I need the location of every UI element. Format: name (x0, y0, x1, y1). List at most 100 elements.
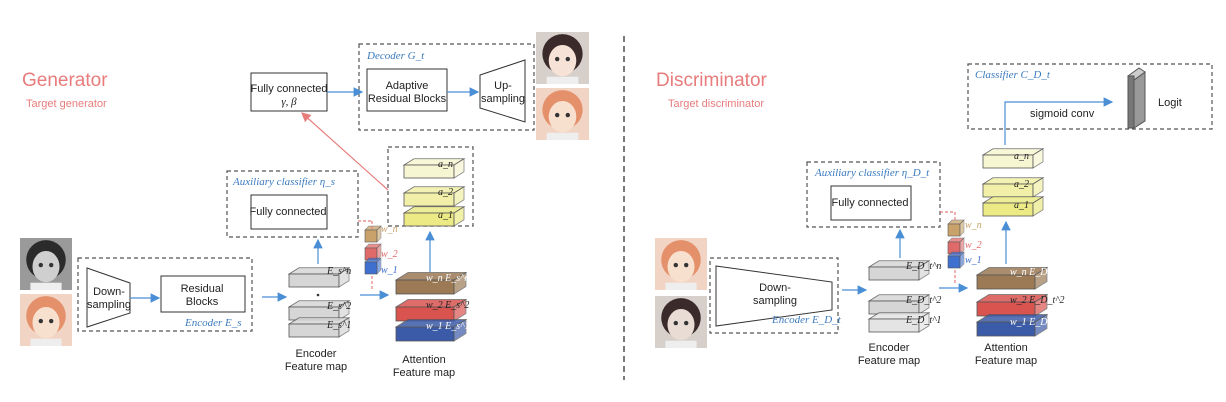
gen-attn-plate-n-side (453, 271, 467, 295)
disc-encoder-box (709, 257, 839, 334)
disc-input-face-2-eye-r (684, 320, 689, 326)
gen-attention-map-line2: Feature map (392, 367, 456, 379)
gen-feature-1: E_s^1 (327, 320, 352, 331)
classifier-label: Classifier C_D_t (975, 69, 1050, 81)
generator-subtitle: Target generator (26, 98, 107, 110)
disc-cube-2-side (959, 237, 965, 255)
disc-input-face-1-skin (667, 251, 695, 283)
gen-input-face-2-eye-r (49, 318, 54, 324)
disc-weight-2: w_2 (965, 240, 982, 251)
disc-cube-1-side (959, 251, 965, 269)
disc-aux-box (806, 161, 941, 228)
disc-attn-1: a_1 (1014, 200, 1029, 211)
gen-encoder-label: Encoder E_s (185, 317, 242, 329)
gen-downsampling-line2: sampling (86, 299, 132, 311)
disc-cube-1-front (947, 255, 961, 269)
gen-attn-feature-n: w_n E_s^n (426, 273, 470, 284)
adaptive-blocks-rect (366, 68, 448, 112)
disc-a-plate-n-side (1032, 148, 1044, 169)
logit-slab-side (1133, 71, 1146, 129)
gen-downsampling-line1: Down- (93, 286, 125, 298)
disc-enc-plate-2-side (918, 294, 930, 315)
disc-aux-classifier-label: Auxiliary classifier η_D_t (815, 167, 930, 179)
decoder-box (358, 43, 535, 131)
upsampling-trapezoid (479, 59, 526, 123)
adaptive-label-line2: Residual Blocks (367, 93, 447, 105)
gen-encoder-map-line1: Encoder (295, 348, 337, 360)
disc-input-face-1-eye-l (673, 262, 678, 268)
disc-downsampling-line1: Down- (759, 282, 791, 294)
disc-a-plate-1-side (1032, 196, 1044, 217)
generator-title: Generator (22, 70, 108, 91)
gen-cube-n-side (376, 225, 382, 243)
gen-input-face-2-eye-l (38, 318, 43, 324)
gen-enc-dots (316, 293, 320, 297)
residual-label-line1: Residual (180, 283, 224, 295)
adaptive-residual-blocks: Adaptive Residual Blocks (368, 80, 446, 106)
disc-attn-plate-1-side (1034, 313, 1048, 337)
decoder-label: Decoder G_t (367, 50, 425, 62)
disc-a-plate-2-side (1032, 177, 1044, 198)
gen-attention-feature-map-label: Attention Feature map (393, 354, 455, 380)
gen-output-face-1-skin (548, 45, 577, 77)
disc-feature-2: E_D_t^2 (906, 295, 942, 306)
disc-aux-fc-rect (830, 185, 912, 221)
gen-aux-box (226, 170, 359, 238)
gen-attn-plate-2-side (453, 298, 467, 322)
disc-attention-map-line1: Attention (984, 342, 1028, 354)
upsampling-label-line2: sampling (480, 93, 526, 105)
gen-enc-plate-2-side (338, 300, 350, 321)
disc-input-face-2-skin (667, 309, 695, 341)
sigmoid-conv-label: sigmoid conv (1030, 108, 1095, 120)
disc-weight-1: w_1 (965, 255, 982, 266)
disc-aux-fc-label: Fully connected (831, 197, 909, 209)
gen-downsampling-block: Down- sampling (87, 286, 131, 312)
disc-input-face-2-eye-l (673, 320, 678, 326)
gen-aux-fc-rect (250, 194, 328, 230)
gen-cube-2-side (376, 243, 382, 261)
gen-a-plate-1-side (453, 206, 465, 227)
logit-slab-front (1127, 75, 1135, 129)
gen-output-face-1-eye-l (555, 56, 560, 62)
disc-input-face-1-eye-r (684, 262, 689, 268)
disc-downsampling-block: Down- sampling (753, 282, 797, 308)
gen-downsampling-trapezoid (86, 267, 131, 328)
gen-attn-plate-1-side (453, 318, 467, 342)
gen-a-plate-2-side (453, 186, 465, 207)
arrow-attn-to-gamma (301, 112, 389, 191)
gen-input-face-1-eye-l (38, 262, 43, 268)
disc-encoder-feature-map-label: Encoder Feature map (858, 342, 920, 368)
residual-label-line2: Blocks (185, 296, 219, 308)
gen-output-face-2-skin (548, 101, 577, 133)
disc-encoder-map-line1: Encoder (868, 342, 910, 354)
gen-input-face-1-eye-r (49, 262, 54, 268)
gen-encoder-feature-map-label: Encoder Feature map (285, 348, 347, 374)
disc-attn-feature-1: w_1 E_D_t^1 (1010, 317, 1065, 328)
disc-attn-n: a_n (1014, 151, 1029, 162)
upsampling-label-line1: Up- (494, 80, 512, 92)
gen-feature-n: E_s^n (327, 266, 352, 277)
gen-aux-fc-label: Fully connected (249, 206, 327, 218)
gen-output-face-2-eye-l (555, 112, 560, 118)
logit-label: Logit (1158, 97, 1182, 109)
classifier-box (967, 63, 1213, 130)
disc-attn-plate-n-side (1034, 266, 1048, 290)
gen-output-face-2-eye-r (565, 112, 570, 118)
gen-attn-n: a_n (438, 159, 453, 170)
disc-downsampling-trapezoid (715, 265, 833, 327)
gen-weight-2: w_2 (381, 249, 398, 260)
disc-downsampling-line2: sampling (752, 295, 798, 307)
gen-attention-map-line1: Attention (402, 354, 446, 366)
discriminator-title: Discriminator (656, 70, 767, 91)
disc-cube-n-side (959, 219, 965, 237)
disc-feature-1: E_D_t^1 (906, 315, 942, 326)
disc-encoder-map-line2: Feature map (857, 355, 921, 367)
gen-enc-plate-n-side (338, 267, 350, 288)
disc-attn-feature-n: w_n E_D_t^n (1010, 267, 1065, 278)
gen-feature-2: E_s^2 (327, 301, 352, 312)
disc-cube-n-front (947, 223, 961, 237)
gamma-beta-label: γ, β (281, 96, 297, 108)
gen-encoder-box (77, 257, 253, 332)
